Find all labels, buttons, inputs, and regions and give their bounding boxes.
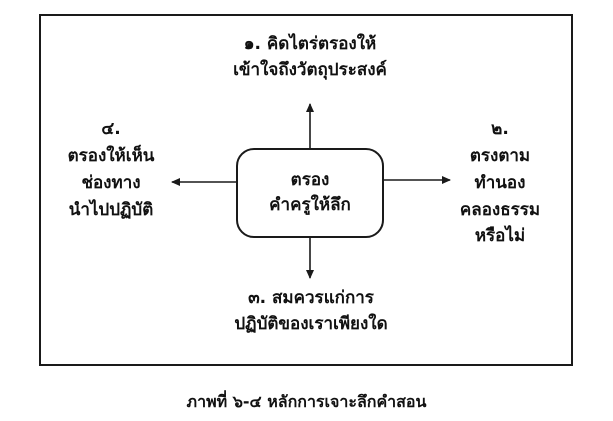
node-bottom-line-2: ปฏิบัติของเราเพียงใด xyxy=(234,313,388,334)
node-bottom-line-1: ๓. สมควรแก่การ xyxy=(248,288,374,308)
figure-caption: ภาพที่ ๖-๔ หลักการเจาะลึกคำสอน xyxy=(186,392,427,411)
node-right: ๒. ตรงตาม ทำนอง คลองธรรม หรือไม่ xyxy=(440,116,560,250)
node-top-line-1: ๑. คิดไตร่ตรองให้ xyxy=(243,34,377,54)
node-right-line-4: คลองธรรม xyxy=(459,199,541,220)
center-node-line-1: ตรอง xyxy=(290,170,330,191)
node-left-line-2: ตรองให้เห็น xyxy=(67,145,155,166)
node-left-line-4: นำไปปฏิบัติ xyxy=(68,199,154,220)
center-node-line-2: คำครูให้ลึก xyxy=(269,195,351,215)
node-bottom: ๓. สมควรแก่การ ปฏิบัติของเราเพียงใด xyxy=(196,286,426,337)
node-right-line-2: ตรงตาม xyxy=(469,145,531,166)
node-right-line-3: ทำนอง xyxy=(474,172,526,193)
node-top-line-2: เข้าใจถึงวัตถุประสงค์ xyxy=(233,59,387,80)
node-right-line-5: หรือไม่ xyxy=(474,226,526,247)
node-left: ๔. ตรองให้เห็น ช่องทาง นำไปปฏิบัติ xyxy=(46,116,176,223)
node-left-line-1: ๔. xyxy=(101,119,121,139)
center-node: ตรอง คำครูให้ลึก xyxy=(236,148,384,238)
diagram-frame xyxy=(39,14,573,366)
node-right-line-1: ๒. xyxy=(491,119,509,139)
node-left-line-3: ช่องทาง xyxy=(81,172,141,193)
node-top: ๑. คิดไตร่ตรองให้ เข้าใจถึงวัตถุประสงค์ xyxy=(200,32,420,83)
